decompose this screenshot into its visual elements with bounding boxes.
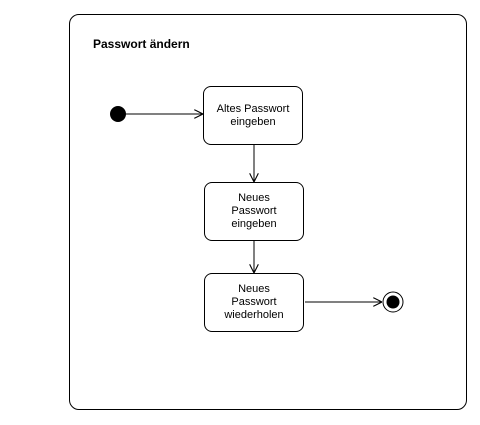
diagram-title: Passwort ändern <box>93 37 190 51</box>
state-altes-passwort-eingeben: Altes Passwort eingeben <box>203 86 303 145</box>
state-neues-passwort-wiederholen: Neues Passwort wiederholen <box>204 273 304 332</box>
state-neues-passwort-eingeben: Neues Passwort eingeben <box>204 182 304 241</box>
final-node <box>382 291 404 313</box>
initial-node <box>110 106 126 122</box>
